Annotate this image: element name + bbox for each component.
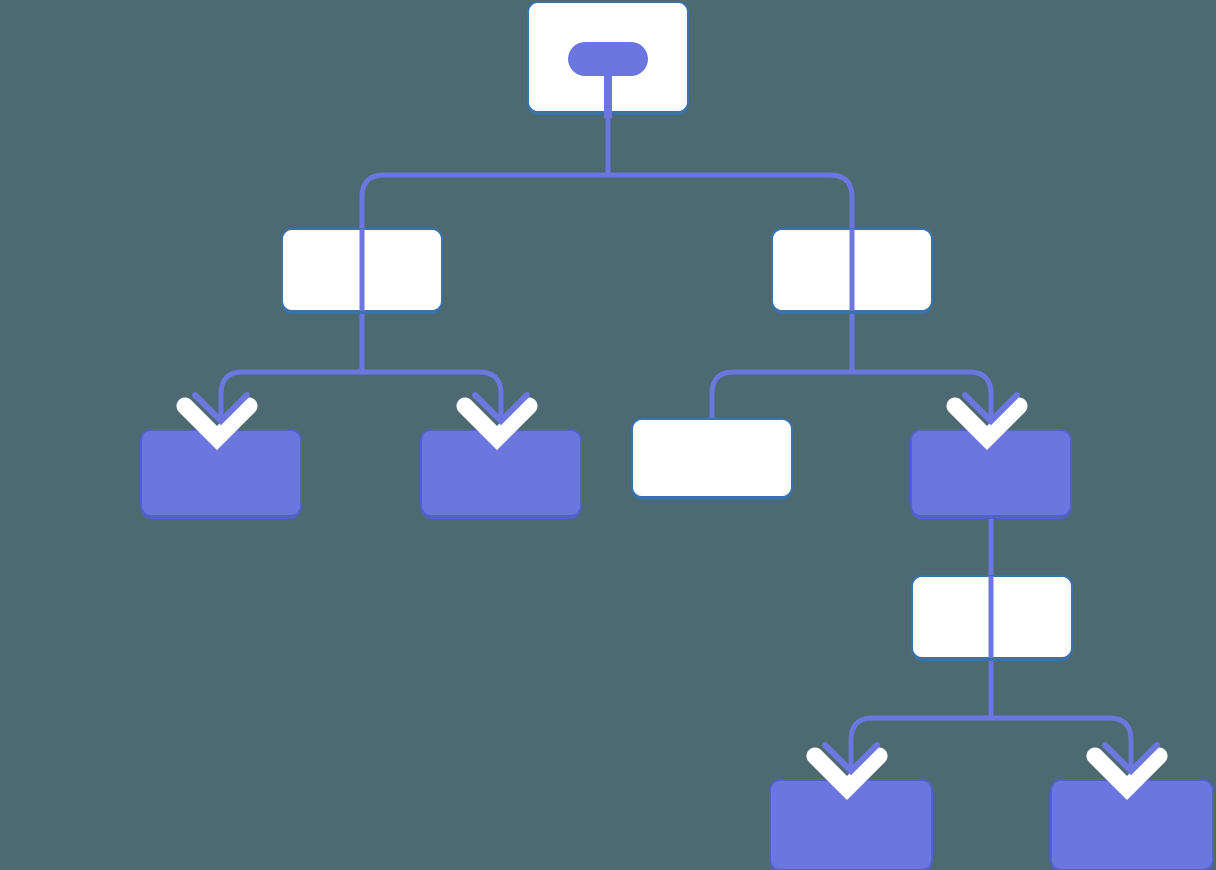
- root-node[interactable]: [527, 1, 689, 118]
- arrow-halo-chevron-icon: [806, 747, 888, 801]
- connector-level1-left-to-b: [362, 369, 504, 430]
- connector-root-to-level1-left: [359, 172, 608, 311]
- level2-node-a[interactable]: [140, 429, 302, 519]
- arrowhead-level2-b: [456, 392, 538, 451]
- level2-node-d[interactable]: [910, 429, 1072, 519]
- node-body[interactable]: [631, 418, 793, 498]
- connector-level1-right-to-c: [709, 369, 852, 419]
- node-layer: [140, 1, 1214, 870]
- level2-node-c[interactable]: [631, 418, 793, 500]
- arrow-chevron-icon: [822, 742, 880, 776]
- level2-node-b[interactable]: [420, 429, 582, 519]
- arrow-halo-chevron-icon: [946, 397, 1028, 451]
- arrow-halo-chevron-icon: [1086, 747, 1168, 801]
- arrow-halo-chevron-icon: [456, 397, 538, 451]
- level4-left-node[interactable]: [769, 779, 933, 870]
- level4-right-node[interactable]: [1050, 779, 1214, 870]
- connector-level3-to-left: [848, 715, 991, 780]
- root-pill-badge: [568, 42, 648, 76]
- arrowhead-layer: [176, 392, 1168, 801]
- connector-root-to-level1-right: [608, 172, 855, 311]
- connector-level1-left-to-a: [218, 369, 362, 430]
- connector-level1-right-to-d: [852, 369, 994, 430]
- arrow-chevron-icon: [1102, 742, 1160, 776]
- arrow-chevron-icon: [192, 392, 250, 426]
- arrow-chevron-icon: [472, 392, 530, 426]
- arrowhead-level2-a: [176, 392, 258, 451]
- connector-level3-to-right: [991, 715, 1134, 780]
- arrow-halo-chevron-icon: [176, 397, 258, 451]
- arrowhead-level2-d: [946, 392, 1028, 451]
- arrowhead-level4-right: [1086, 742, 1168, 801]
- arrow-chevron-icon: [962, 392, 1020, 426]
- arrowhead-level4-left: [806, 742, 888, 801]
